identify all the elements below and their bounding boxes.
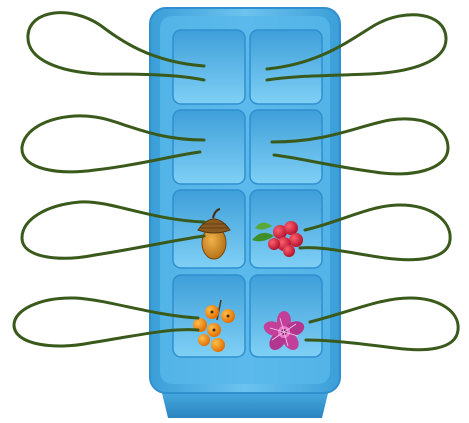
compartment-row2-left	[173, 110, 245, 184]
compartment-row1-left	[173, 30, 245, 104]
compartment-row2-right	[250, 110, 322, 184]
